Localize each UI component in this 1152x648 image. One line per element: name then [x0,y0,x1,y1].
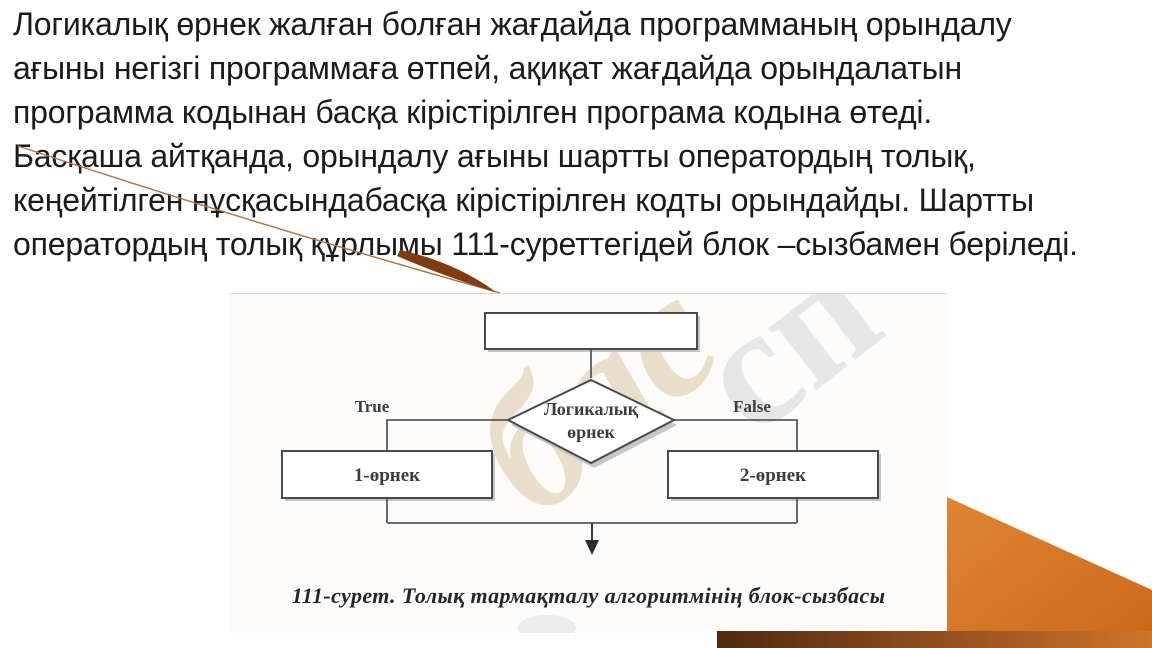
branch2-box [667,450,879,499]
bottom-bar-decoration [717,631,1152,648]
true-branch-label: True [355,397,390,416]
start-box [484,312,698,350]
branch1-box-label: 1-өрнек [354,465,420,486]
branch1-box [281,450,493,499]
decision-label-line1: Логикалық [544,399,639,419]
branch2-box-label: 2-өрнек [740,465,806,486]
false-branch-label: False [733,397,771,416]
watermark-arc-blob [518,615,576,633]
connector-true-branch [386,419,508,451]
figure-caption: 111-сурет. Толық тармақталу алгоритмінің… [291,583,886,608]
corner-triangle-decoration [947,497,1152,648]
decision-diamond [505,378,677,465]
decision-label-line2: өрнек [567,422,615,442]
connector-false-branch [674,419,798,451]
exit-arrowhead-icon [585,540,599,555]
corner-triangle-shape [947,497,1152,648]
body-text: Логикалық өрнек жалған болған жағдайда п… [13,6,1078,262]
flowchart-diagram: Логикалық өрнек True False 1-өрнек 2-өрн… [281,312,881,555]
figure-image: бас сп Логикалық өрнек True Fal [230,293,947,633]
